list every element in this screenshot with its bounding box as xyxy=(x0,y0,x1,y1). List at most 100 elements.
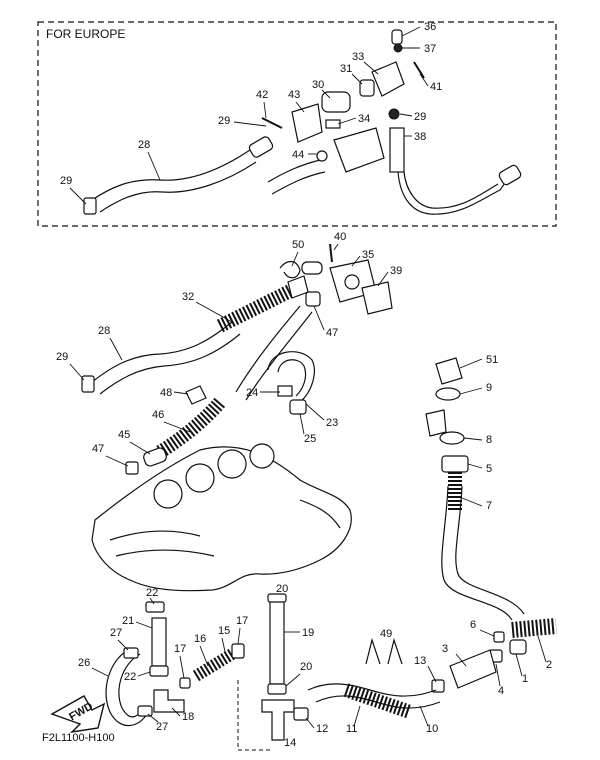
hose-26 xyxy=(105,649,149,727)
callout-18: 18 xyxy=(182,711,194,723)
bolt-41 xyxy=(413,61,425,79)
clamp-17-upper xyxy=(231,643,245,659)
callout-26: 26 xyxy=(78,657,90,669)
corrugated-hose-16 xyxy=(192,648,236,682)
callout-49: 49 xyxy=(380,628,392,640)
clamp-29 xyxy=(81,375,95,393)
bracket-43 xyxy=(291,103,323,143)
clamp-27-lower xyxy=(137,705,153,717)
callout-29-inset-a: 29 xyxy=(218,115,230,127)
callout-22-lower: 22 xyxy=(124,671,136,683)
callout-28-inset: 28 xyxy=(138,139,150,151)
callout-41: 41 xyxy=(430,81,442,93)
callout-30: 30 xyxy=(312,79,324,91)
callout-46: 46 xyxy=(152,409,164,421)
callout-47-upper: 47 xyxy=(326,327,338,339)
callout-15: 15 xyxy=(218,625,230,637)
clamp-47-lower xyxy=(125,461,139,475)
inset-title: FOR EUROPE xyxy=(46,27,125,41)
callout-8: 8 xyxy=(486,434,492,446)
clamp-6 xyxy=(493,631,505,643)
callout-9: 9 xyxy=(486,382,492,394)
corrugated-hose-46 xyxy=(156,397,226,459)
hose-end-inset xyxy=(248,136,274,158)
callout-25: 25 xyxy=(304,433,316,445)
callout-42: 42 xyxy=(256,89,268,101)
callout-32: 32 xyxy=(182,291,194,303)
callout-7: 7 xyxy=(486,500,492,512)
flange-35-bore xyxy=(344,274,360,290)
callout-24: 24 xyxy=(246,387,258,399)
bolt-42 xyxy=(261,117,283,129)
callout-6: 6 xyxy=(470,619,476,631)
callout-13: 13 xyxy=(414,655,426,667)
callout-39: 39 xyxy=(390,265,402,277)
hose-10 xyxy=(307,683,437,697)
callout-20-lower: 20 xyxy=(300,661,312,673)
t-joint-14 xyxy=(261,699,295,741)
callout-29: 29 xyxy=(56,351,68,363)
fitting-1 xyxy=(509,639,527,655)
fitting-8-upper xyxy=(425,409,447,437)
callout-37: 37 xyxy=(424,43,436,55)
callout-20-top: 20 xyxy=(276,583,288,595)
europe-inset: FOR EUROPE xyxy=(37,21,557,227)
housing-33 xyxy=(371,61,405,97)
t-joint-18 xyxy=(153,689,185,713)
clamp-13 xyxy=(431,679,445,693)
fwd-arrow: FWD xyxy=(50,695,106,734)
callout-22-top: 22 xyxy=(146,587,158,599)
callout-27-lower: 27 xyxy=(156,721,168,733)
callout-36: 36 xyxy=(424,21,436,33)
hose-7 xyxy=(441,485,513,621)
hose-45 xyxy=(143,447,167,467)
inset-dashed-frame xyxy=(37,21,557,227)
callout-51: 51 xyxy=(486,354,498,366)
neck-5 xyxy=(441,455,469,473)
pipe-19 xyxy=(269,599,285,685)
callout-3: 3 xyxy=(442,643,448,655)
washer-44 xyxy=(316,150,328,162)
callout-27-upper: 27 xyxy=(110,627,122,639)
callout-33: 33 xyxy=(352,51,364,63)
clip-50 xyxy=(279,260,301,279)
corrugated-hose-2 xyxy=(511,618,557,638)
bolt-40 xyxy=(329,243,333,263)
callout-19: 19 xyxy=(302,627,314,639)
cap-36 xyxy=(391,29,403,45)
manifold-port-4 xyxy=(249,443,275,469)
exhaust-manifold xyxy=(91,446,352,592)
clamp-22-lower xyxy=(149,665,169,677)
clamp-20-bottom xyxy=(267,683,287,695)
main-assembly xyxy=(81,243,557,751)
callout-5: 5 xyxy=(486,463,492,475)
clamp-27-upper xyxy=(123,647,139,659)
callout-10: 10 xyxy=(426,723,438,735)
callout-50: 50 xyxy=(292,239,304,251)
fwd-arrow-icon xyxy=(50,695,106,734)
callout-16: 16 xyxy=(194,633,206,645)
hose-32-end xyxy=(287,275,309,299)
callout-17-lower: 17 xyxy=(174,643,186,655)
callout-43: 43 xyxy=(288,89,300,101)
clip-48 xyxy=(185,385,207,405)
callout-14: 14 xyxy=(284,737,296,749)
gasket-39 xyxy=(361,281,393,315)
callout-28: 28 xyxy=(98,325,110,337)
clip-49 xyxy=(365,637,403,665)
callout-40: 40 xyxy=(334,231,346,243)
callout-35: 35 xyxy=(362,249,374,261)
manifold-port-1 xyxy=(153,479,183,509)
callout-31: 31 xyxy=(340,63,352,75)
callout-12: 12 xyxy=(316,723,328,735)
clamp-47-upper xyxy=(305,291,321,307)
tube-38 xyxy=(389,127,405,173)
callout-17-upper: 17 xyxy=(236,615,248,627)
gasket-9 xyxy=(435,387,461,401)
hose-end-inset-b xyxy=(498,164,522,186)
hose-28 xyxy=(91,321,233,383)
callout-44: 44 xyxy=(292,149,304,161)
washer-37 xyxy=(393,43,403,53)
manifold-port-2 xyxy=(185,463,215,493)
clamp-20-top xyxy=(267,593,287,603)
